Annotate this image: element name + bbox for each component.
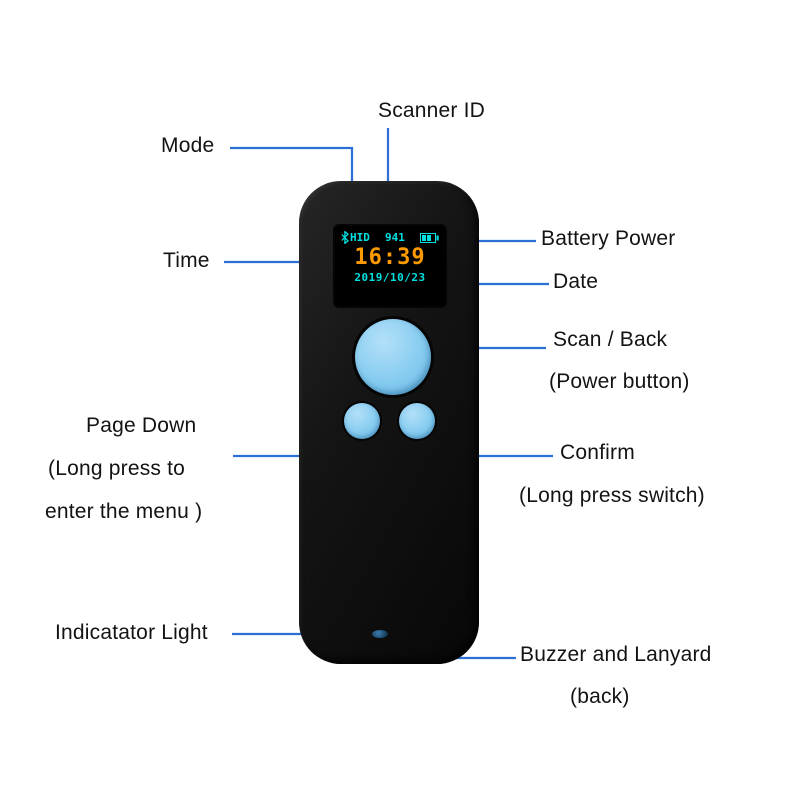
label-battery-power: Battery Power (541, 227, 676, 250)
label-scanner-id: Scanner ID (378, 99, 486, 122)
page-down-button (344, 403, 380, 439)
label-indicator-light: Indicatator Light (55, 621, 208, 644)
indicator-light (372, 630, 388, 638)
label-page-down-sub2: enter the menu ) (45, 500, 203, 523)
screen-status-row: HID 941 (335, 226, 445, 244)
battery-icon (420, 232, 439, 243)
label-mode: Mode (161, 134, 215, 157)
screen-time: 16:39 (354, 245, 426, 270)
label-confirm-sub: (Long press switch) (519, 484, 705, 507)
label-scan-back: Scan / Back (553, 328, 668, 351)
confirm-button (399, 403, 435, 439)
scan-back-button (355, 319, 431, 395)
screen-scanner-id: 941 (385, 231, 405, 244)
label-time: Time (163, 249, 210, 272)
label-confirm: Confirm (560, 441, 635, 464)
device-screen: HID 941 16:39 2019/10/23 (335, 226, 445, 306)
label-date: Date (553, 270, 599, 293)
bluetooth-icon (341, 231, 349, 244)
label-power-button: (Power button) (549, 370, 690, 393)
label-page-down-sub1: (Long press to (48, 457, 186, 480)
label-page-down: Page Down (86, 414, 197, 437)
screen-date: 2019/10/23 (354, 271, 426, 284)
label-buzzer-sub: (back) (570, 685, 630, 708)
screen-mode: HID (350, 231, 370, 244)
label-buzzer-lanyard: Buzzer and Lanyard (520, 643, 712, 666)
scanner-device: HID 941 16:39 2019/10/23 (299, 181, 479, 664)
